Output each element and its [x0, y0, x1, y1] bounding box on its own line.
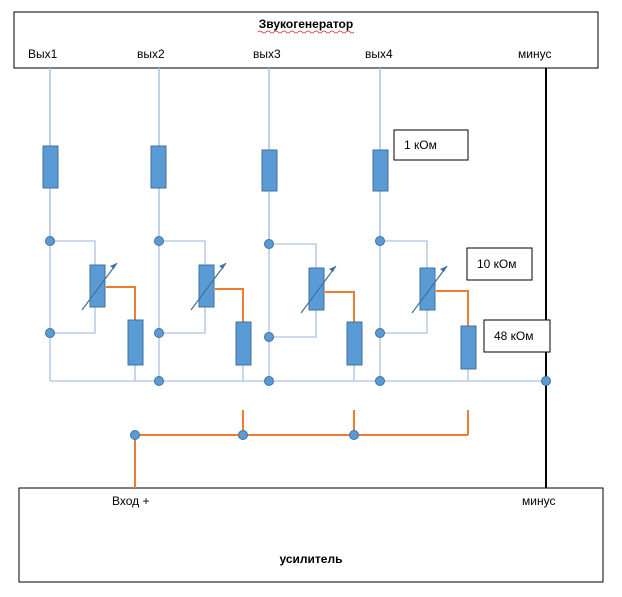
resistor-1k-4 — [372, 149, 389, 192]
amplifier-input-label: Вход + — [112, 494, 150, 508]
potentiometer-2 — [190, 262, 227, 311]
spellcheck-underline — [257, 30, 355, 34]
resistors-48k — [127, 319, 477, 370]
resistor-1k-2 — [150, 145, 167, 189]
generator-minus-label: минус — [518, 47, 551, 61]
callout-10k-box — [466, 247, 533, 281]
callout-48k-label: 48 кОм — [494, 329, 534, 343]
resistors-1k — [42, 145, 389, 192]
output-label-2: вых2 — [137, 47, 165, 61]
output-label-4: вых4 — [365, 47, 393, 61]
resistor-48k-4 — [460, 325, 477, 370]
resistor-1k-3 — [261, 149, 278, 192]
callout-48k-box — [483, 319, 551, 353]
callout-1k-label: 1 кОм — [404, 138, 437, 152]
junction-nodes — [45, 236, 551, 440]
output-wires — [49, 68, 381, 244]
signal-wires — [106, 286, 469, 488]
amplifier-box — [18, 487, 604, 583]
potentiometers — [81, 262, 448, 314]
amplifier-title: усилитель — [280, 552, 343, 566]
potentiometer-4 — [411, 265, 448, 314]
potentiometer-1 — [81, 262, 118, 311]
resistor-48k-2 — [235, 321, 252, 366]
callout-10k-label: 10 кОм — [477, 257, 517, 271]
potentiometer-3 — [300, 265, 337, 314]
resistor-1k-1 — [42, 145, 59, 189]
generator-box — [13, 11, 599, 69]
generator-title: Звукогенератор — [259, 17, 353, 31]
output-label-3: вых3 — [253, 47, 281, 61]
pot-wiring — [49, 240, 428, 381]
amplifier-minus-label: минус — [522, 494, 555, 508]
callout-1k-box — [393, 129, 469, 161]
resistor-48k-1 — [127, 319, 144, 366]
ground-bus — [50, 365, 546, 382]
output-label-1: Вых1 — [28, 47, 58, 61]
resistor-48k-3 — [346, 321, 363, 366]
